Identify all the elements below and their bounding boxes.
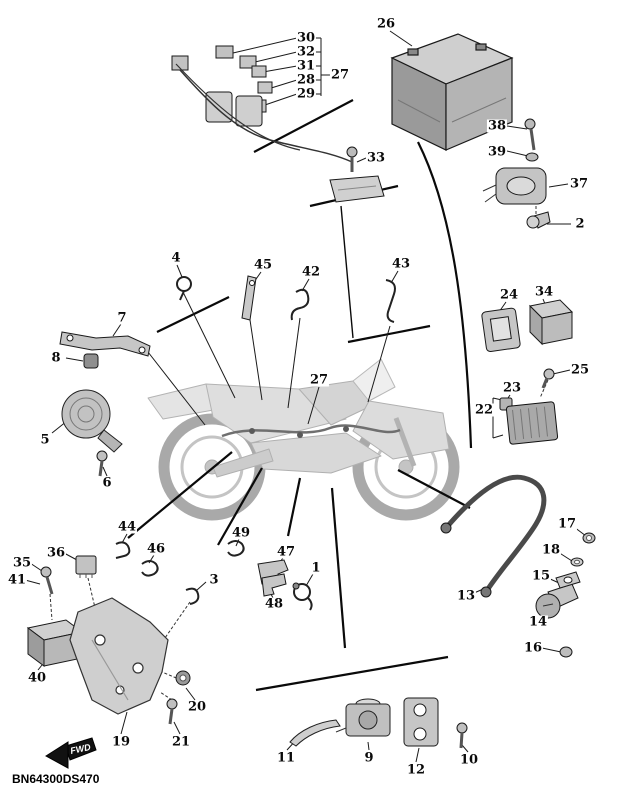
- motorcycle-illustration: [147, 358, 460, 521]
- part-44-clamp: [115, 541, 131, 559]
- harness-connector: [297, 432, 303, 438]
- fwd-arrow-body: [65, 737, 97, 761]
- part-20-grommet: [175, 670, 191, 686]
- part-10-bolt: [456, 722, 468, 749]
- part-30-relay: [215, 45, 234, 59]
- lead-terminal: [440, 522, 452, 534]
- part-18-washer: [570, 557, 584, 567]
- part-14-main-switch: [535, 583, 579, 619]
- part-48-bracket: [261, 573, 287, 597]
- part-5-horn: [61, 389, 123, 453]
- relay-wires: [482, 184, 497, 203]
- part-19-bracket: [69, 597, 169, 715]
- part-46-clamp: [141, 560, 159, 577]
- part-17-nut: [582, 532, 596, 544]
- part-37-starter-relay: [482, 167, 547, 205]
- part-36-relay: [75, 555, 97, 578]
- part-12-holder: [403, 697, 439, 747]
- part-11-lever: [289, 719, 341, 747]
- part-13-battery-lead: [440, 474, 547, 598]
- part-16-nut: [559, 646, 573, 658]
- part-4-clamp: [176, 276, 192, 301]
- harness-connector: [343, 426, 349, 432]
- part-31-relay: [251, 65, 267, 78]
- fwd-label: FWD: [69, 742, 92, 756]
- part-25-bolt: [541, 368, 555, 389]
- battery-terminal: [475, 43, 487, 51]
- part-38-bolt: [524, 118, 536, 151]
- relay-box: [235, 95, 263, 127]
- part-42-clamp: [290, 288, 310, 321]
- part-6-bolt: [96, 450, 108, 477]
- harness-connector: [249, 428, 255, 434]
- part-35-41-bolt: [40, 566, 54, 595]
- diagram-code: BN64300DS470: [12, 772, 100, 786]
- part-24-bracket: [481, 307, 521, 353]
- fwd-arrowhead: [45, 741, 69, 769]
- part-15-plate: [555, 571, 581, 589]
- part-21-bolt: [166, 698, 178, 725]
- harness-wires: [175, 63, 301, 151]
- part-43-guide: [385, 279, 396, 323]
- part-9-brake-switch-assembly: [335, 698, 391, 737]
- part-1-clamp: [292, 582, 313, 611]
- part-32-relay: [239, 55, 257, 69]
- part-28-relay: [257, 81, 273, 94]
- battery-terminal: [407, 48, 419, 56]
- part-22-rectifier-regulator: [505, 401, 559, 445]
- front-fork: [393, 417, 417, 467]
- part-39-nut: [525, 152, 539, 162]
- switch-wire: [335, 727, 347, 733]
- callout-lines: [24, 30, 587, 763]
- part-26-battery: [390, 33, 514, 151]
- part-49-clamp: [227, 540, 245, 557]
- part-7-stay: [59, 331, 151, 357]
- part-2-bracket: [526, 211, 551, 229]
- part-27-sub-wire-harness: [171, 45, 353, 163]
- leader-lines: [127, 99, 473, 692]
- swingarm: [212, 448, 274, 478]
- part-45-stay: [241, 275, 257, 321]
- bracket-27: [315, 37, 331, 96]
- part-33-bolt-with-bracket: [329, 146, 385, 203]
- lead-terminal: [480, 586, 492, 598]
- fwd-arrow: FWD: [45, 737, 97, 769]
- part-8-damper: [83, 353, 99, 369]
- part-3-clamp: [185, 587, 200, 605]
- rear-wheel: [158, 413, 266, 521]
- part-34-relay-assembly: [528, 299, 574, 346]
